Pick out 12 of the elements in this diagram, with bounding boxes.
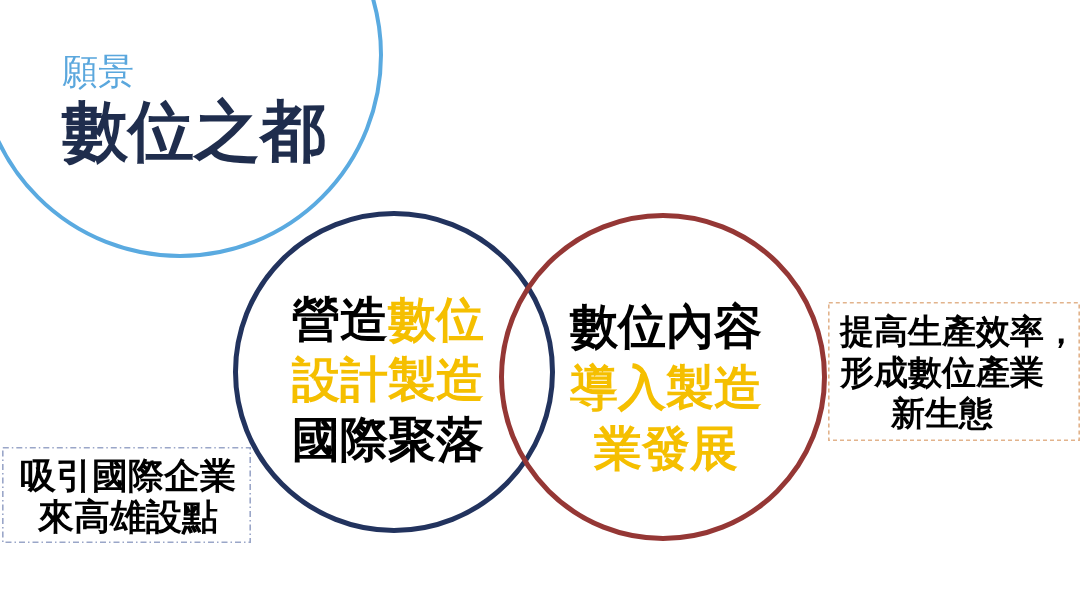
venn-text: 數位內容 (568, 297, 763, 356)
note-text: 吸引國際企業來高雄設點 (20, 455, 236, 537)
venn-text: 設計製造 (292, 350, 484, 409)
venn-text: 國際聚落 (292, 410, 484, 469)
vision-headline: 數位之都 (62, 99, 326, 165)
venn-text: 導入製造業發展 (569, 358, 763, 478)
venn-text: 營造 (292, 290, 388, 349)
venn-text: 數位 (388, 290, 484, 349)
note-box (828, 302, 1080, 441)
note-text: 提高生產效率，形成數位產業新生態 (840, 311, 1078, 434)
vision-label: 願景 (62, 54, 134, 90)
note-box (2, 447, 251, 543)
